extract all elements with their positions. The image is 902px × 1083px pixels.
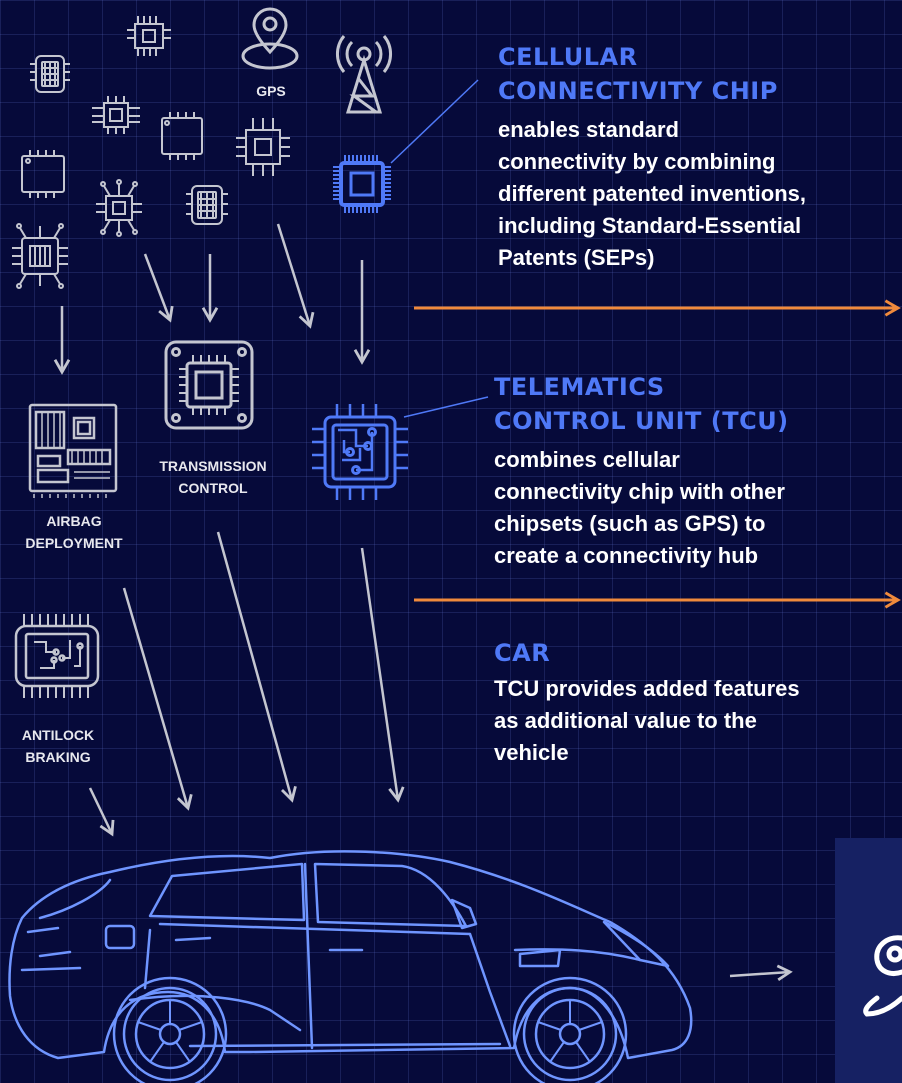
airbag-label: AIRBAG DEPLOYMENT [0, 510, 148, 554]
small-chip-icon [161, 112, 203, 160]
tcu-title: TELEMATICS CONTROL UNIT (TCU) [494, 370, 789, 438]
small-chip-icon [92, 96, 140, 134]
cellular-chip-icon [333, 155, 391, 213]
car-description-line: TCU provides added features [494, 676, 800, 701]
cellular-description-line: Patents (SEPs) [498, 245, 655, 270]
tcu-chip-icon [312, 404, 408, 500]
side-panel [835, 838, 902, 1083]
tcu-description-line: connectivity chip with other [494, 479, 785, 504]
cellular-description-line: enables standard [498, 117, 679, 142]
cell-tower-icon [336, 35, 392, 114]
tcu-title-line: TELEMATICS [494, 373, 665, 401]
cellular-description-line: connectivity by combining [498, 149, 776, 174]
antilock-label-line: ANTILOCK [21, 727, 95, 743]
antilock-label: ANTILOCK BRAKING [4, 724, 112, 768]
cellular-title: CELLULAR CONNECTIVITY CHIP [498, 40, 778, 108]
car-title: CAR [494, 636, 550, 670]
cellular-description-line: different patented inventions, [498, 181, 807, 206]
small-chip-icon [186, 185, 228, 225]
tcu-title-line: CONTROL UNIT (TCU) [494, 407, 789, 435]
tcu-description-line: create a connectivity hub [494, 543, 759, 568]
airbag-label-line: DEPLOYMENT [25, 535, 123, 551]
antilock-label-line: BRAKING [25, 749, 91, 765]
transmission-label-line: TRANSMISSION [159, 458, 267, 474]
car-outline-icon [8, 850, 693, 1060]
car-description: TCU provides added features as additiona… [494, 673, 800, 769]
small-chip-icon [127, 16, 171, 56]
cellular-description: enables standard connectivity by combini… [498, 114, 806, 274]
transmission-label: TRANSMISSION CONTROL [140, 455, 286, 499]
cellular-title-line: CONNECTIVITY CHIP [498, 77, 778, 105]
gps-label: GPS [256, 83, 286, 99]
rear-wheel-icon [512, 976, 628, 1083]
transmission-chip-icon [164, 340, 254, 430]
tcu-description-line: combines cellular [494, 447, 680, 472]
tcu-description: combines cellular connectivity chip with… [494, 444, 785, 572]
antilock-chip-icon [14, 614, 100, 698]
car-title-line: CAR [494, 639, 551, 667]
cellular-description-line: including Standard-Essential [498, 213, 802, 238]
car-description-line: vehicle [494, 740, 569, 765]
partial-icon [863, 935, 902, 1017]
orange-divider-arrows [414, 299, 901, 609]
airbag-label-line: AIRBAG [46, 513, 102, 529]
small-chip-icon [21, 150, 65, 198]
small-chip-icon [12, 223, 68, 289]
transmission-label-line: CONTROL [178, 480, 248, 496]
front-wheel-icon [112, 976, 228, 1083]
car-description-line: as additional value to the [494, 708, 757, 733]
airbag-board-icon [28, 403, 118, 498]
location-pin-icon [241, 7, 299, 70]
tcu-description-line: chipsets (such as GPS) to [494, 511, 766, 536]
small-chip-icon [236, 118, 290, 176]
small-chip-icon [30, 55, 70, 93]
small-chip-icon [96, 179, 142, 237]
flow-arrows [53, 223, 793, 981]
cellular-title-line: CELLULAR [498, 43, 638, 71]
